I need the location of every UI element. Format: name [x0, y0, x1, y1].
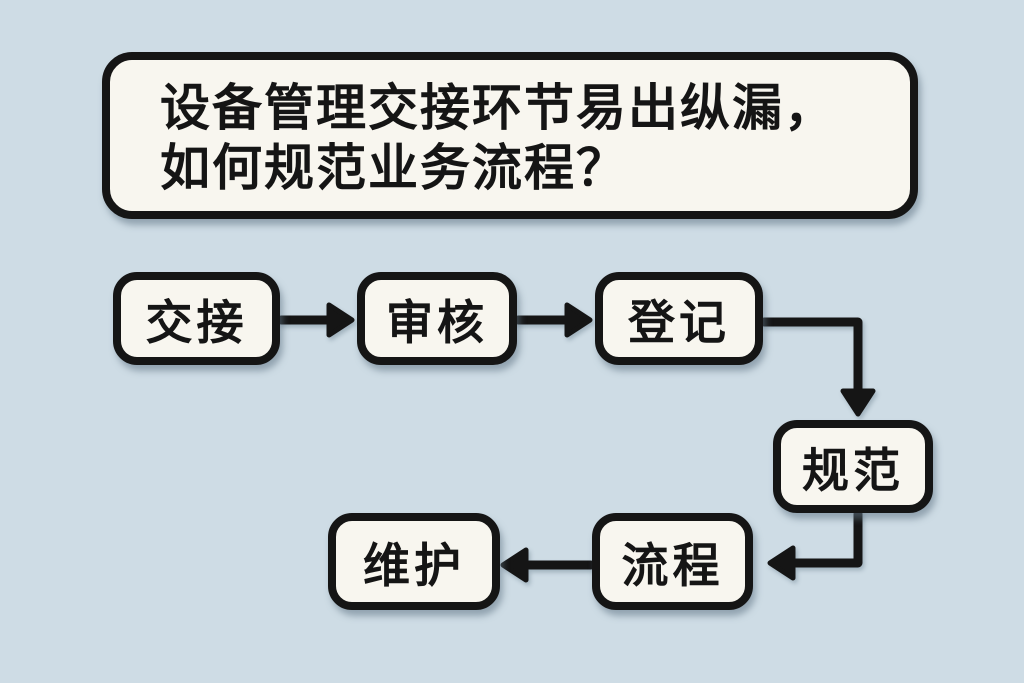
- flow-node-jiaojie: 交接: [113, 272, 280, 365]
- title-line-1: 设备管理交接环节易出纵漏，: [160, 80, 836, 136]
- flow-node-label: 审核: [386, 296, 488, 349]
- flow-node-liucheng: 流程: [592, 513, 753, 610]
- arrow-shenhe-to-dengji: [513, 302, 593, 338]
- title-card: 设备管理交接环节易出纵漏， 如何规范业务流程？: [102, 52, 918, 219]
- flow-node-label: 交接: [145, 296, 248, 349]
- flow-node-dengji: 登记: [595, 272, 763, 365]
- flow-node-guifan: 规范: [773, 420, 933, 513]
- flow-node-label: 登记: [628, 296, 730, 349]
- flow-node-shenhe: 审核: [357, 272, 517, 365]
- title-line-2: 如何规范业务流程？: [160, 140, 628, 196]
- flow-node-weihu: 维护: [328, 513, 500, 610]
- flow-node-label: 规范: [802, 444, 904, 497]
- arrow-guifan-to-liucheng: [767, 509, 863, 581]
- flow-node-label: 维护: [363, 539, 465, 592]
- arrow-dengji-to-guifan: [759, 317, 876, 417]
- arrow-liucheng-to-weihu: [500, 547, 596, 583]
- arrow-jiaojie-to-shenhe: [276, 302, 355, 338]
- flow-node-label: 流程: [621, 539, 724, 592]
